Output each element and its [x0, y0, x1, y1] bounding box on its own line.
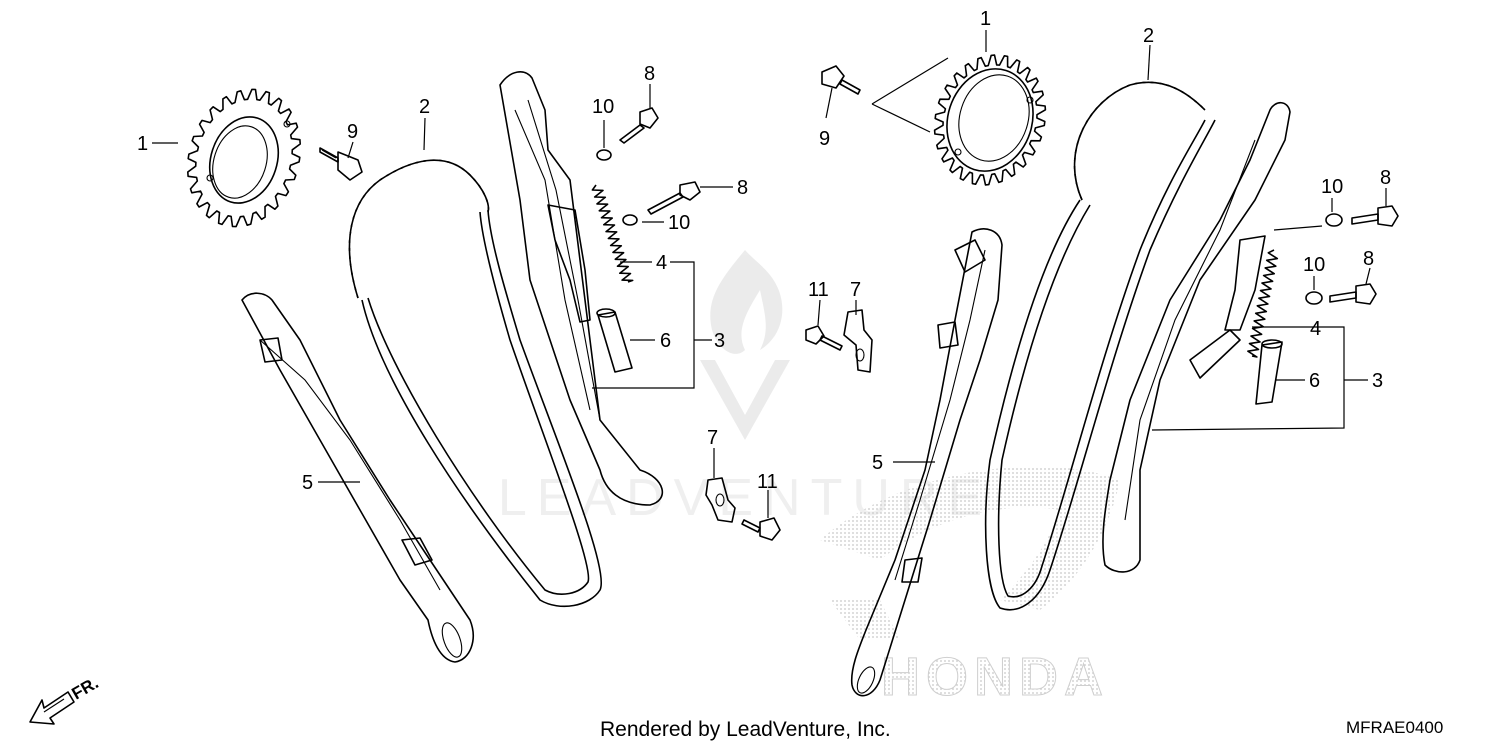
bolt-8-lower-right — [1305, 283, 1377, 305]
callout-7-lower: 7 — [707, 427, 718, 449]
spring-4-left — [591, 184, 634, 283]
clip-7-upper — [843, 309, 873, 373]
callout-10-lower-left: 10 — [668, 212, 690, 234]
front-direction-indicator: FR. — [29, 673, 102, 725]
chain-guide-right — [850, 228, 1003, 697]
callout-labels: 1 2 9 10 8 8 10 4 6 3 5 11 7 7 11 1 2 9 … — [137, 8, 1391, 494]
callout-1-right: 1 — [980, 8, 991, 30]
tensioner-arm-left — [499, 71, 664, 506]
callout-11-upper: 11 — [808, 279, 829, 301]
bolt-9-right — [821, 65, 861, 95]
callout-3-left: 3 — [714, 330, 725, 352]
callout-8-upper-right: 8 — [1380, 167, 1391, 189]
pin-6-left — [596, 308, 633, 373]
callout-10-upper-right: 10 — [1321, 176, 1343, 198]
callout-2-left: 2 — [419, 96, 430, 118]
leader-lines — [152, 30, 1387, 518]
honda-watermark: HONDA — [820, 466, 1120, 708]
bolt-9-left — [319, 147, 363, 181]
spring-4-right — [1247, 249, 1279, 358]
bolt-8-upper-left — [596, 107, 659, 161]
arrow-icon — [29, 691, 75, 725]
callout-6-left: 6 — [660, 330, 671, 352]
bolt-11-lower — [741, 517, 781, 541]
cam-chain-right — [984, 81, 1216, 611]
bolt-8-upper-right — [1325, 205, 1399, 227]
callout-2-right: 2 — [1143, 25, 1154, 47]
callout-8-lower-right: 8 — [1363, 248, 1374, 270]
callout-3-right: 3 — [1372, 370, 1383, 392]
front-label: FR. — [69, 673, 102, 703]
callout-10-upper-left: 10 — [592, 96, 614, 118]
render-credit: Rendered by LeadVenture, Inc. — [600, 718, 891, 741]
callout-8-upper-left: 8 — [644, 63, 655, 85]
callout-9-left: 9 — [347, 121, 358, 143]
callout-5-left: 5 — [302, 472, 313, 494]
pin-6-right — [1255, 339, 1283, 405]
callout-11-lower: 11 — [757, 471, 778, 493]
callout-10-lower-right: 10 — [1303, 254, 1325, 276]
tensioner-arm-right — [1102, 101, 1291, 573]
cam-chain-left — [348, 159, 602, 608]
clip-7-lower — [705, 477, 736, 523]
callout-7-upper: 7 — [850, 279, 861, 301]
bolt-8-lower-left — [622, 181, 701, 226]
bolt-11-upper — [805, 325, 843, 351]
cam-sprocket-left — [187, 88, 301, 228]
diagram-code: MFRAE0400 — [1346, 718, 1444, 737]
honda-wordmark: HONDA — [881, 647, 1109, 707]
callout-4-left: 4 — [656, 252, 667, 274]
callout-9-right: 9 — [819, 128, 830, 150]
callout-1-left: 1 — [137, 133, 148, 155]
cam-sprocket-right — [933, 54, 1047, 186]
callout-6-right: 6 — [1309, 370, 1320, 392]
callout-5-right: 5 — [872, 452, 883, 474]
chain-guide-left — [241, 292, 474, 663]
callout-4-right: 4 — [1310, 318, 1321, 340]
callout-8-lower-left: 8 — [737, 177, 748, 199]
